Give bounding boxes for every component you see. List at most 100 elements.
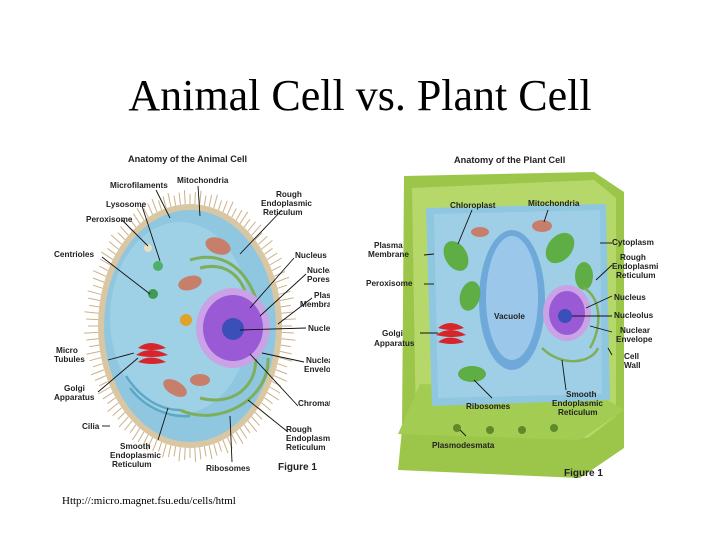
cilium <box>124 420 133 431</box>
cilium <box>222 439 229 454</box>
cilium <box>99 258 111 266</box>
cilium <box>247 221 256 232</box>
cilium <box>89 344 100 348</box>
label-rough-er-b-1: Rough <box>286 425 312 434</box>
label-golgi-2: Apparatus <box>54 393 95 402</box>
cilium <box>143 434 149 444</box>
source-url: Http://:micro.magnet.fsu.edu/cells/html <box>62 495 236 507</box>
plant-er <box>541 286 600 363</box>
cilium <box>254 232 263 241</box>
cilium <box>277 284 288 289</box>
label-mitochondria: Mitochondria <box>177 176 229 185</box>
cilium <box>151 198 158 213</box>
cilium <box>117 232 126 241</box>
label-rough-er-b-3: Reticulum <box>286 443 326 452</box>
plant-label-nucleus: Nucleus <box>614 293 646 302</box>
cilium <box>279 297 294 302</box>
plant-label-smooth-er-3: Reticulum <box>558 408 598 417</box>
plant-chloroplasts <box>443 232 593 382</box>
cilium <box>86 338 99 341</box>
cilium <box>92 363 103 368</box>
cilium <box>269 386 281 394</box>
label-rough-er-b-2: Endoplasmic <box>286 434 330 443</box>
label-rough-er-2: Endoplasmic <box>261 199 312 208</box>
animal-pointer-lines <box>97 185 313 463</box>
cilium <box>261 402 272 411</box>
label-rough-er-3: Reticulum <box>263 208 303 217</box>
plant-label-vacuole: Vacuole <box>494 312 525 321</box>
cilium <box>208 445 213 460</box>
cilium <box>213 443 218 456</box>
cilium <box>92 277 105 283</box>
cilium <box>120 226 129 236</box>
label-plasma-membrane-1: Plasma <box>314 291 330 300</box>
cilium <box>239 428 248 439</box>
cilium <box>203 195 207 206</box>
cilium <box>194 192 196 205</box>
cilium <box>183 190 186 205</box>
cilium <box>199 447 202 460</box>
slide-title: Animal Cell vs. Plant Cell <box>128 71 592 120</box>
plant-label-cytoplasm: Cytoplasm <box>612 238 654 247</box>
animal-golgi-apparatus <box>136 343 168 364</box>
label-chromatin: Chromatin <box>298 399 330 408</box>
plant-cell-diagram: Anatomy of the Plant Cell <box>362 148 658 488</box>
cilium <box>243 218 251 228</box>
label-nuclear-envelope-1: Nuclear <box>306 356 330 365</box>
plant-label-chloroplast: Chloroplast <box>450 201 496 210</box>
cilium <box>281 311 294 314</box>
plant-label-nuclear-envelope-2: Envelope <box>616 335 653 344</box>
cilium <box>277 363 288 368</box>
cilium <box>278 290 291 295</box>
cilium <box>271 380 282 387</box>
cilium <box>108 241 119 250</box>
label-lysosome: Lysosome <box>106 200 147 209</box>
plant-label-rough-er-2: Endoplasmic <box>612 262 658 271</box>
cilium <box>112 407 122 417</box>
cilium <box>162 196 167 209</box>
cilium <box>275 369 288 375</box>
cilium <box>94 375 107 381</box>
cilium <box>84 311 99 314</box>
cilium <box>98 380 109 387</box>
cilium <box>84 331 99 334</box>
cilium <box>264 248 273 255</box>
cilium <box>275 276 290 283</box>
cilium <box>251 224 262 236</box>
plant-mitochondria <box>471 220 552 237</box>
plant-label-mitochondria: Mitochondria <box>528 199 580 208</box>
cilium <box>217 200 222 211</box>
cilium <box>184 447 186 460</box>
cilium <box>254 411 263 420</box>
animal-smooth-er <box>124 375 191 418</box>
label-cilia: Cilia <box>82 422 100 431</box>
cilium <box>264 397 273 404</box>
cilium <box>86 318 99 321</box>
cilium <box>129 424 137 434</box>
label-smooth-er-2: Endoplasmic <box>110 451 161 460</box>
plant-heading: Anatomy of the Plant Cell <box>454 155 565 165</box>
cilium <box>107 402 119 412</box>
cilium <box>271 265 282 272</box>
cilium <box>173 446 177 457</box>
cilium <box>162 443 167 458</box>
label-micro-tubules-1: Micro <box>56 346 78 355</box>
plant-figure-label: Figure 1 <box>564 468 603 479</box>
cilium <box>231 434 237 444</box>
plant-nucleolus <box>558 309 572 323</box>
cilium <box>92 284 103 289</box>
cilium <box>243 424 251 434</box>
cilium <box>278 357 293 362</box>
cilium <box>178 447 181 462</box>
animal-centrosome <box>180 314 192 326</box>
cilium <box>279 350 292 355</box>
animal-lysosome <box>153 261 163 271</box>
cilium <box>213 194 218 209</box>
cilium <box>129 218 137 228</box>
cilium <box>281 338 296 341</box>
cilium <box>137 431 145 443</box>
cilium <box>98 265 109 272</box>
cilium <box>110 234 122 245</box>
cilium <box>158 200 163 211</box>
cilium <box>273 375 288 382</box>
